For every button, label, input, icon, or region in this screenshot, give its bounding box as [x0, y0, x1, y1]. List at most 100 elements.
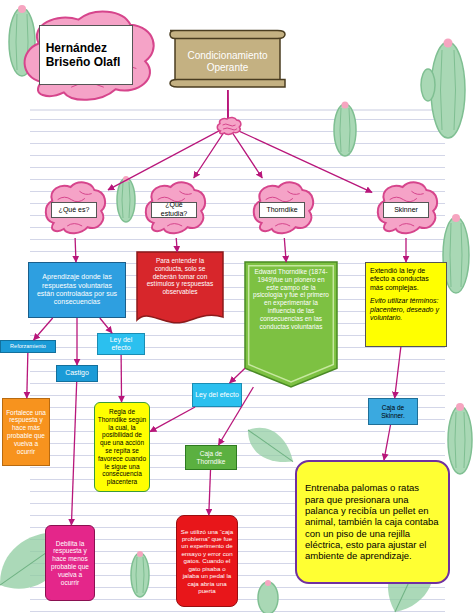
connector-arrow	[34, 318, 53, 340]
node-text: Extendió la ley de efecto a conductas má…	[370, 267, 442, 292]
text-area: Caja de Thorndike	[186, 446, 236, 469]
node-text: Fortalece una respuesta y hace más proba…	[5, 409, 47, 456]
rect-node: Caja de Skinner.	[368, 398, 418, 425]
node-text: ¿Qué estudia?	[154, 201, 194, 218]
connector-arrow	[176, 238, 177, 252]
rect-node: Reforzamiento	[0, 340, 56, 353]
text-area: Regla de Thorndike según la cual, la pos…	[95, 403, 149, 491]
banner-node: Para entender la conducta, solo se deber…	[137, 252, 223, 326]
connector-arrow	[108, 90, 228, 190]
rect-node: Regla de Thorndike según la cual, la pos…	[94, 402, 150, 492]
text-area: Ley del efecto	[193, 384, 241, 406]
node-text: ¿Qué es?	[54, 206, 94, 214]
text-area: Condicionamiento Operante	[165, 28, 290, 90]
text-area: Aprendizaje donde las respuestas volunta…	[29, 263, 125, 317]
cactus-decoration	[334, 102, 356, 157]
leaf-vein	[248, 430, 293, 462]
cactus-flower	[137, 551, 143, 557]
node-text: Aprendizaje donde las respuestas volunta…	[33, 273, 121, 307]
text-area: Para entender la conducta, solo se deber…	[137, 252, 223, 326]
cactus-flower	[18, 5, 26, 13]
cactus-flower	[342, 102, 349, 109]
connector-arrow	[74, 238, 76, 262]
rect-node: Se utilizó una “caja problema” que fue u…	[176, 515, 238, 607]
paper-edge	[30, 110, 445, 111]
brain-path	[146, 182, 205, 233]
cactus-decoration	[117, 176, 135, 222]
cactus-flower	[452, 214, 460, 222]
leaf	[240, 419, 301, 473]
cactus-ribs	[136, 557, 144, 593]
scroll-path	[175, 34, 280, 82]
node-text: Para entender la conducta, solo se deber…	[142, 257, 218, 296]
node-text: Caja de Thorndike	[188, 450, 234, 466]
cactus-ribs	[122, 182, 130, 218]
connector-arrow	[100, 318, 112, 333]
rect-node: Castigo	[56, 365, 98, 382]
rect-node: Extendió la ley de efecto a conductas má…	[365, 262, 447, 347]
cactus-flower	[265, 580, 271, 586]
node-text: Se utilizó una “caja problema” que fue u…	[180, 528, 234, 595]
text-area: Edward Thorndike (1874-1949)fue un pione…	[245, 262, 337, 387]
cactus-decoration	[421, 39, 465, 139]
text-area: Se utilizó una “caja problema” que fue u…	[177, 516, 237, 606]
label-box: ¿Qué estudia?	[151, 202, 197, 218]
connector-arrow	[120, 355, 122, 402]
text-area: Caja de Skinner.	[369, 399, 417, 424]
brain-node: ¿Qué es?	[40, 178, 108, 238]
rect-node: Debilita la respuesta y hace menos proba…	[45, 525, 95, 601]
node-text: Reforzamiento	[3, 343, 53, 350]
text-area: Reforzamiento	[1, 341, 55, 352]
cactus-arm	[421, 69, 435, 101]
node-text: Condicionamiento Operante	[179, 50, 276, 74]
text-area: Ley del efecto	[98, 334, 144, 354]
node-text: Debilita la respuesta y hace menos proba…	[49, 540, 91, 587]
pentagon-node: Edward Thorndike (1874-1949)fue un pione…	[245, 262, 337, 387]
cactus-body	[117, 178, 135, 222]
connector-arrow	[395, 347, 401, 398]
cactus-ribs	[455, 412, 465, 468]
cactus-body	[448, 406, 472, 474]
pentagon-path	[245, 262, 337, 387]
scroll-path	[170, 79, 285, 86]
brain-node: Thorndike	[248, 178, 316, 238]
connector-arrow	[71, 382, 76, 525]
pentagon-path	[249, 266, 334, 382]
connector-arrow	[228, 90, 263, 178]
cactus-ribs	[340, 108, 350, 152]
connector-arrow	[284, 238, 286, 262]
connector-arrow	[27, 353, 28, 398]
scroll-path	[170, 30, 285, 38]
connector-arrow	[209, 470, 211, 515]
text-area: Castigo	[57, 366, 97, 381]
text-area: Fortalece una respuesta y hace más proba…	[3, 399, 49, 465]
brain-path	[25, 11, 154, 99]
label-box: Hernández Briseño Olafl	[39, 25, 134, 85]
brain-node: ¿Qué estudia?	[140, 178, 208, 238]
cactus-body	[258, 582, 278, 613]
ruled-paper	[30, 110, 445, 613]
scroll-node: Condicionamiento Operante	[165, 28, 290, 90]
cactus-decoration	[131, 551, 149, 597]
rect-node: Entrenaba palomas o ratas para que presi…	[295, 460, 450, 584]
leaf-decoration	[240, 419, 301, 473]
cactus-body	[431, 42, 465, 138]
connector-arrow	[384, 425, 390, 460]
cactus-body	[334, 104, 356, 156]
connector-arrow	[194, 90, 228, 178]
node-text: Hernández Briseño Olafl	[46, 41, 127, 70]
brain-path	[254, 182, 313, 233]
cactus-flower	[444, 39, 453, 48]
label-box: ¿Qué es?	[51, 202, 97, 218]
cactus-flower	[123, 176, 129, 182]
brain-path	[46, 182, 105, 233]
cactus-body	[131, 553, 149, 597]
node-text: Skinner	[386, 206, 426, 214]
cactus-flower	[456, 403, 464, 411]
node-text: Edward Thorndike (1874-1949)fue un pione…	[251, 268, 331, 330]
rect-node: Caja de Thorndike	[185, 445, 237, 470]
connector-arrow	[76, 318, 77, 365]
label-box: Thorndike	[259, 202, 305, 218]
